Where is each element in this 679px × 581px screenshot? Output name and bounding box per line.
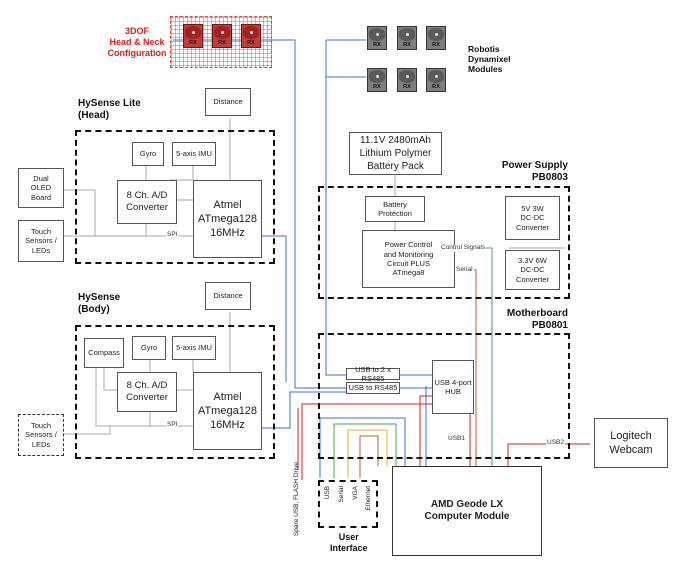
- lite-mcu-box: Atmel ATmega128 16MHz: [193, 180, 262, 258]
- body-gyro-box: Gyro: [132, 336, 166, 360]
- servo-rx-2: RX: [397, 26, 417, 50]
- usb-rs485-box: USB to RS485: [346, 382, 400, 394]
- hysense-lite-group: [75, 130, 275, 264]
- serial-iface-line: [333, 423, 397, 478]
- usb-iface-line: [319, 417, 406, 478]
- servo-rx-4: RX: [367, 68, 387, 92]
- dynamixel-label: Robotis Dynamixel Modules: [468, 44, 511, 75]
- ui-usb-label: USB: [324, 486, 331, 500]
- motherboard-group: [318, 333, 570, 459]
- motherboard-title: Motherboard PB0801: [506, 308, 568, 331]
- body-mcu-box: Atmel ATmega128 16MHz: [193, 372, 262, 450]
- user-interface-group: [318, 480, 378, 528]
- hysense-body-group: [75, 325, 275, 459]
- dcdc-5v-box: 5V 3W DC-DC Converter: [505, 196, 560, 240]
- battery-protection-box: Battery Protection: [365, 196, 425, 222]
- user-interface-title: User Interface: [330, 532, 368, 553]
- servo-rx-6: RX: [426, 68, 446, 92]
- body-imu-box: 5-axis IMU: [172, 336, 216, 360]
- control-signal-line: [486, 247, 493, 466]
- hysense-lite-title: HySense Lite (Head): [78, 98, 141, 121]
- usb-2x-rs485-box: USB to 2 x RS485: [346, 365, 400, 383]
- usb1-label: USB1: [447, 435, 466, 443]
- lite-adc-box: 8 Ch. A/D Converter: [117, 180, 177, 224]
- computer-module-box: AMD Geode LX Computer Module: [392, 466, 542, 556]
- lite-imu-box: 5-axis IMU: [172, 142, 216, 166]
- lite-spi-label: SPI: [166, 231, 179, 239]
- dcdc-3v3-box: 3.3V 6W DC-DC Converter: [505, 250, 560, 290]
- ui-serial-label: Serial: [338, 486, 345, 503]
- servo-rx-1: RX: [367, 26, 387, 50]
- lite-touch-box: Touch Sensors / LEDs: [18, 220, 64, 262]
- head-servo-2: RX: [212, 24, 232, 48]
- body-compass-box: Compass: [84, 338, 124, 368]
- usb-hub-box: USB 4-port HUB: [432, 360, 474, 414]
- usb2-label: USB2: [546, 439, 565, 447]
- hysense-body-title: HySense (Body): [78, 292, 121, 315]
- head-neck-label: 3DOF Head & Neck Configuration: [107, 26, 167, 58]
- body-internal-wiring: [64, 312, 231, 435]
- webcam-box: Logitech Webcam: [594, 418, 668, 468]
- head-servo-1: RX: [183, 24, 203, 48]
- lite-distance-box: Distance: [205, 88, 251, 116]
- servo-rx-3: RX: [426, 26, 446, 50]
- control-signals-label: Control Signals: [440, 244, 487, 252]
- servo-rx-5: RX: [397, 68, 417, 92]
- body-adc-box: 8 Ch. A/D Converter: [117, 372, 177, 412]
- power-supply-group: [318, 186, 570, 299]
- power-supply-title: Power Supply PB0803: [501, 160, 568, 183]
- serial-label: Serial: [455, 266, 474, 274]
- battery-pack-box: 11.1V 2480mAh Lithium Polymer Battery Pa…: [349, 132, 442, 175]
- ui-ethernet-label: Ethernet: [365, 486, 372, 511]
- power-control-box: Power Control and Monitoring Circuit PLU…: [362, 230, 455, 288]
- head-servo-3: RX: [241, 24, 261, 48]
- spare-usb-label: Spare USB, FLASH Drive: [293, 462, 300, 537]
- body-distance-box: Distance: [205, 282, 251, 310]
- body-spi-label: SPI: [166, 421, 179, 429]
- ui-vga-label: VGA: [352, 486, 359, 500]
- body-touch-box: Touch Sensors / LEDs: [18, 414, 64, 456]
- lite-gyro-box: Gyro: [132, 142, 164, 166]
- vga-iface-line: [347, 429, 388, 478]
- oled-board-box: Dual OLED Board: [18, 168, 64, 208]
